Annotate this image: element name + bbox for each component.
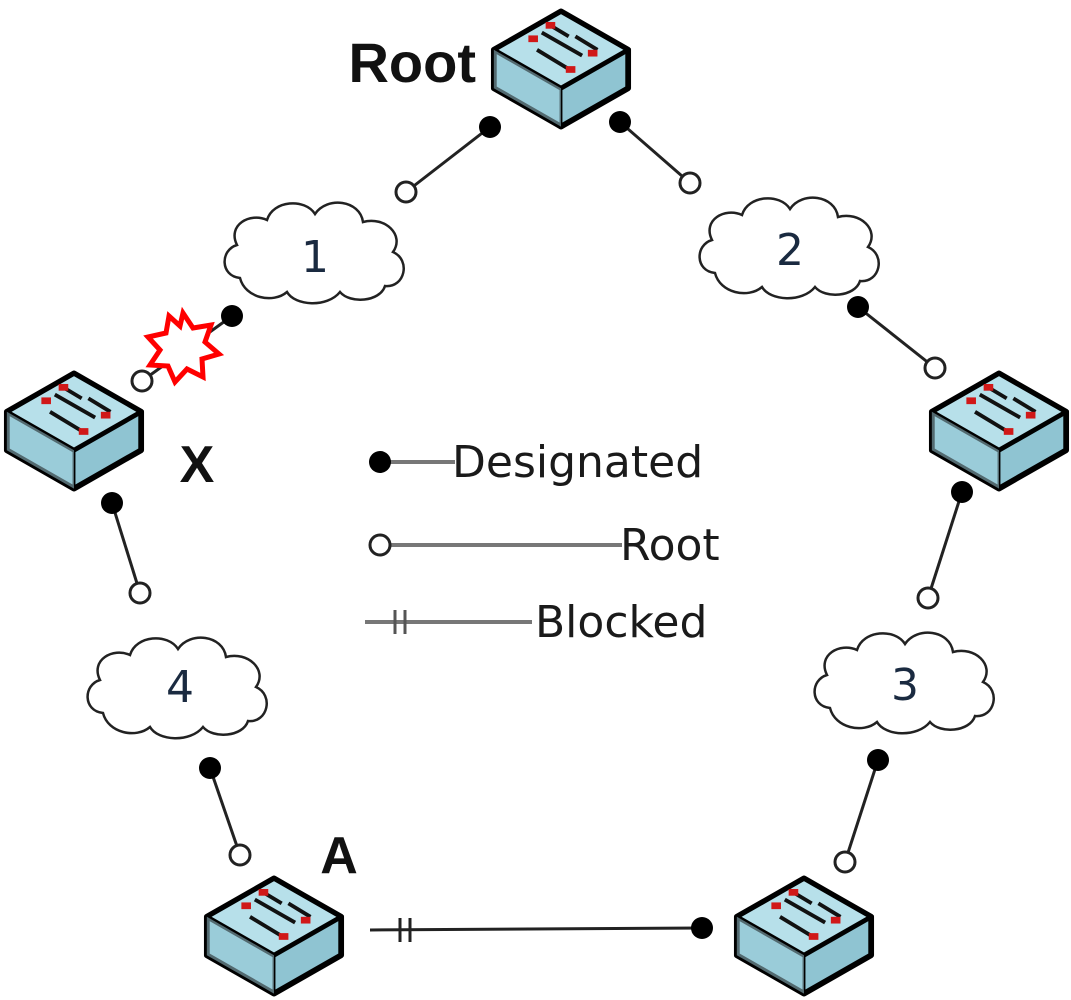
root-switch-label: Root [348,31,476,94]
cloud-label-1: 1 [301,232,329,283]
designated-port-dot [867,749,889,771]
link-right-cloud3 [926,491,964,599]
switch-icon [737,878,871,993]
designated-port-dot [199,757,221,779]
designated-port-dot [847,296,869,318]
root-port-dot [678,171,702,195]
root-port-dot [394,180,418,204]
designated-port-dot [951,481,973,503]
failure-star-icon [143,306,225,387]
root-port-dot [923,356,947,380]
switch-x-label: X [180,436,215,494]
designated-port-dot [691,917,713,939]
designated-port-dot [221,305,243,327]
switch-icon [207,878,341,993]
designated-ports [101,111,973,939]
switch-icon [494,11,628,126]
cloud-label-2: 2 [776,225,804,276]
root-port-dot [916,586,940,610]
legend: Designated Root Blocked [365,437,720,648]
root-port-dot [833,850,857,874]
designated-port-dot [479,116,501,138]
link-root-cloud1 [405,125,491,194]
cloud-label-4: 4 [166,662,194,713]
legend-root-dot [368,533,392,557]
legend-designated-dot [369,451,391,473]
cloud-label-3: 3 [891,660,919,711]
root-ports [128,171,947,874]
link-a-bottomright-blocked [369,926,703,932]
legend-root-label: Root [620,520,720,571]
legend-blocked-label: Blocked [535,597,707,648]
link-cloud4-a [208,767,242,856]
root-port-dot [228,843,252,867]
switch-icon [932,373,1066,488]
switch-icon [7,373,141,488]
legend-designated-label: Designated [452,437,703,488]
designated-port-dot [609,111,631,133]
designated-port-dot [101,492,123,514]
link-root-cloud2 [619,120,691,185]
switch-a-label: A [320,827,358,885]
link-cloud3-bottomright [843,759,880,863]
links [110,120,964,942]
root-port-dot [130,369,154,393]
link-cloud2-right [857,305,936,370]
link-x-cloud4 [110,502,142,594]
root-port-dot [128,581,152,605]
